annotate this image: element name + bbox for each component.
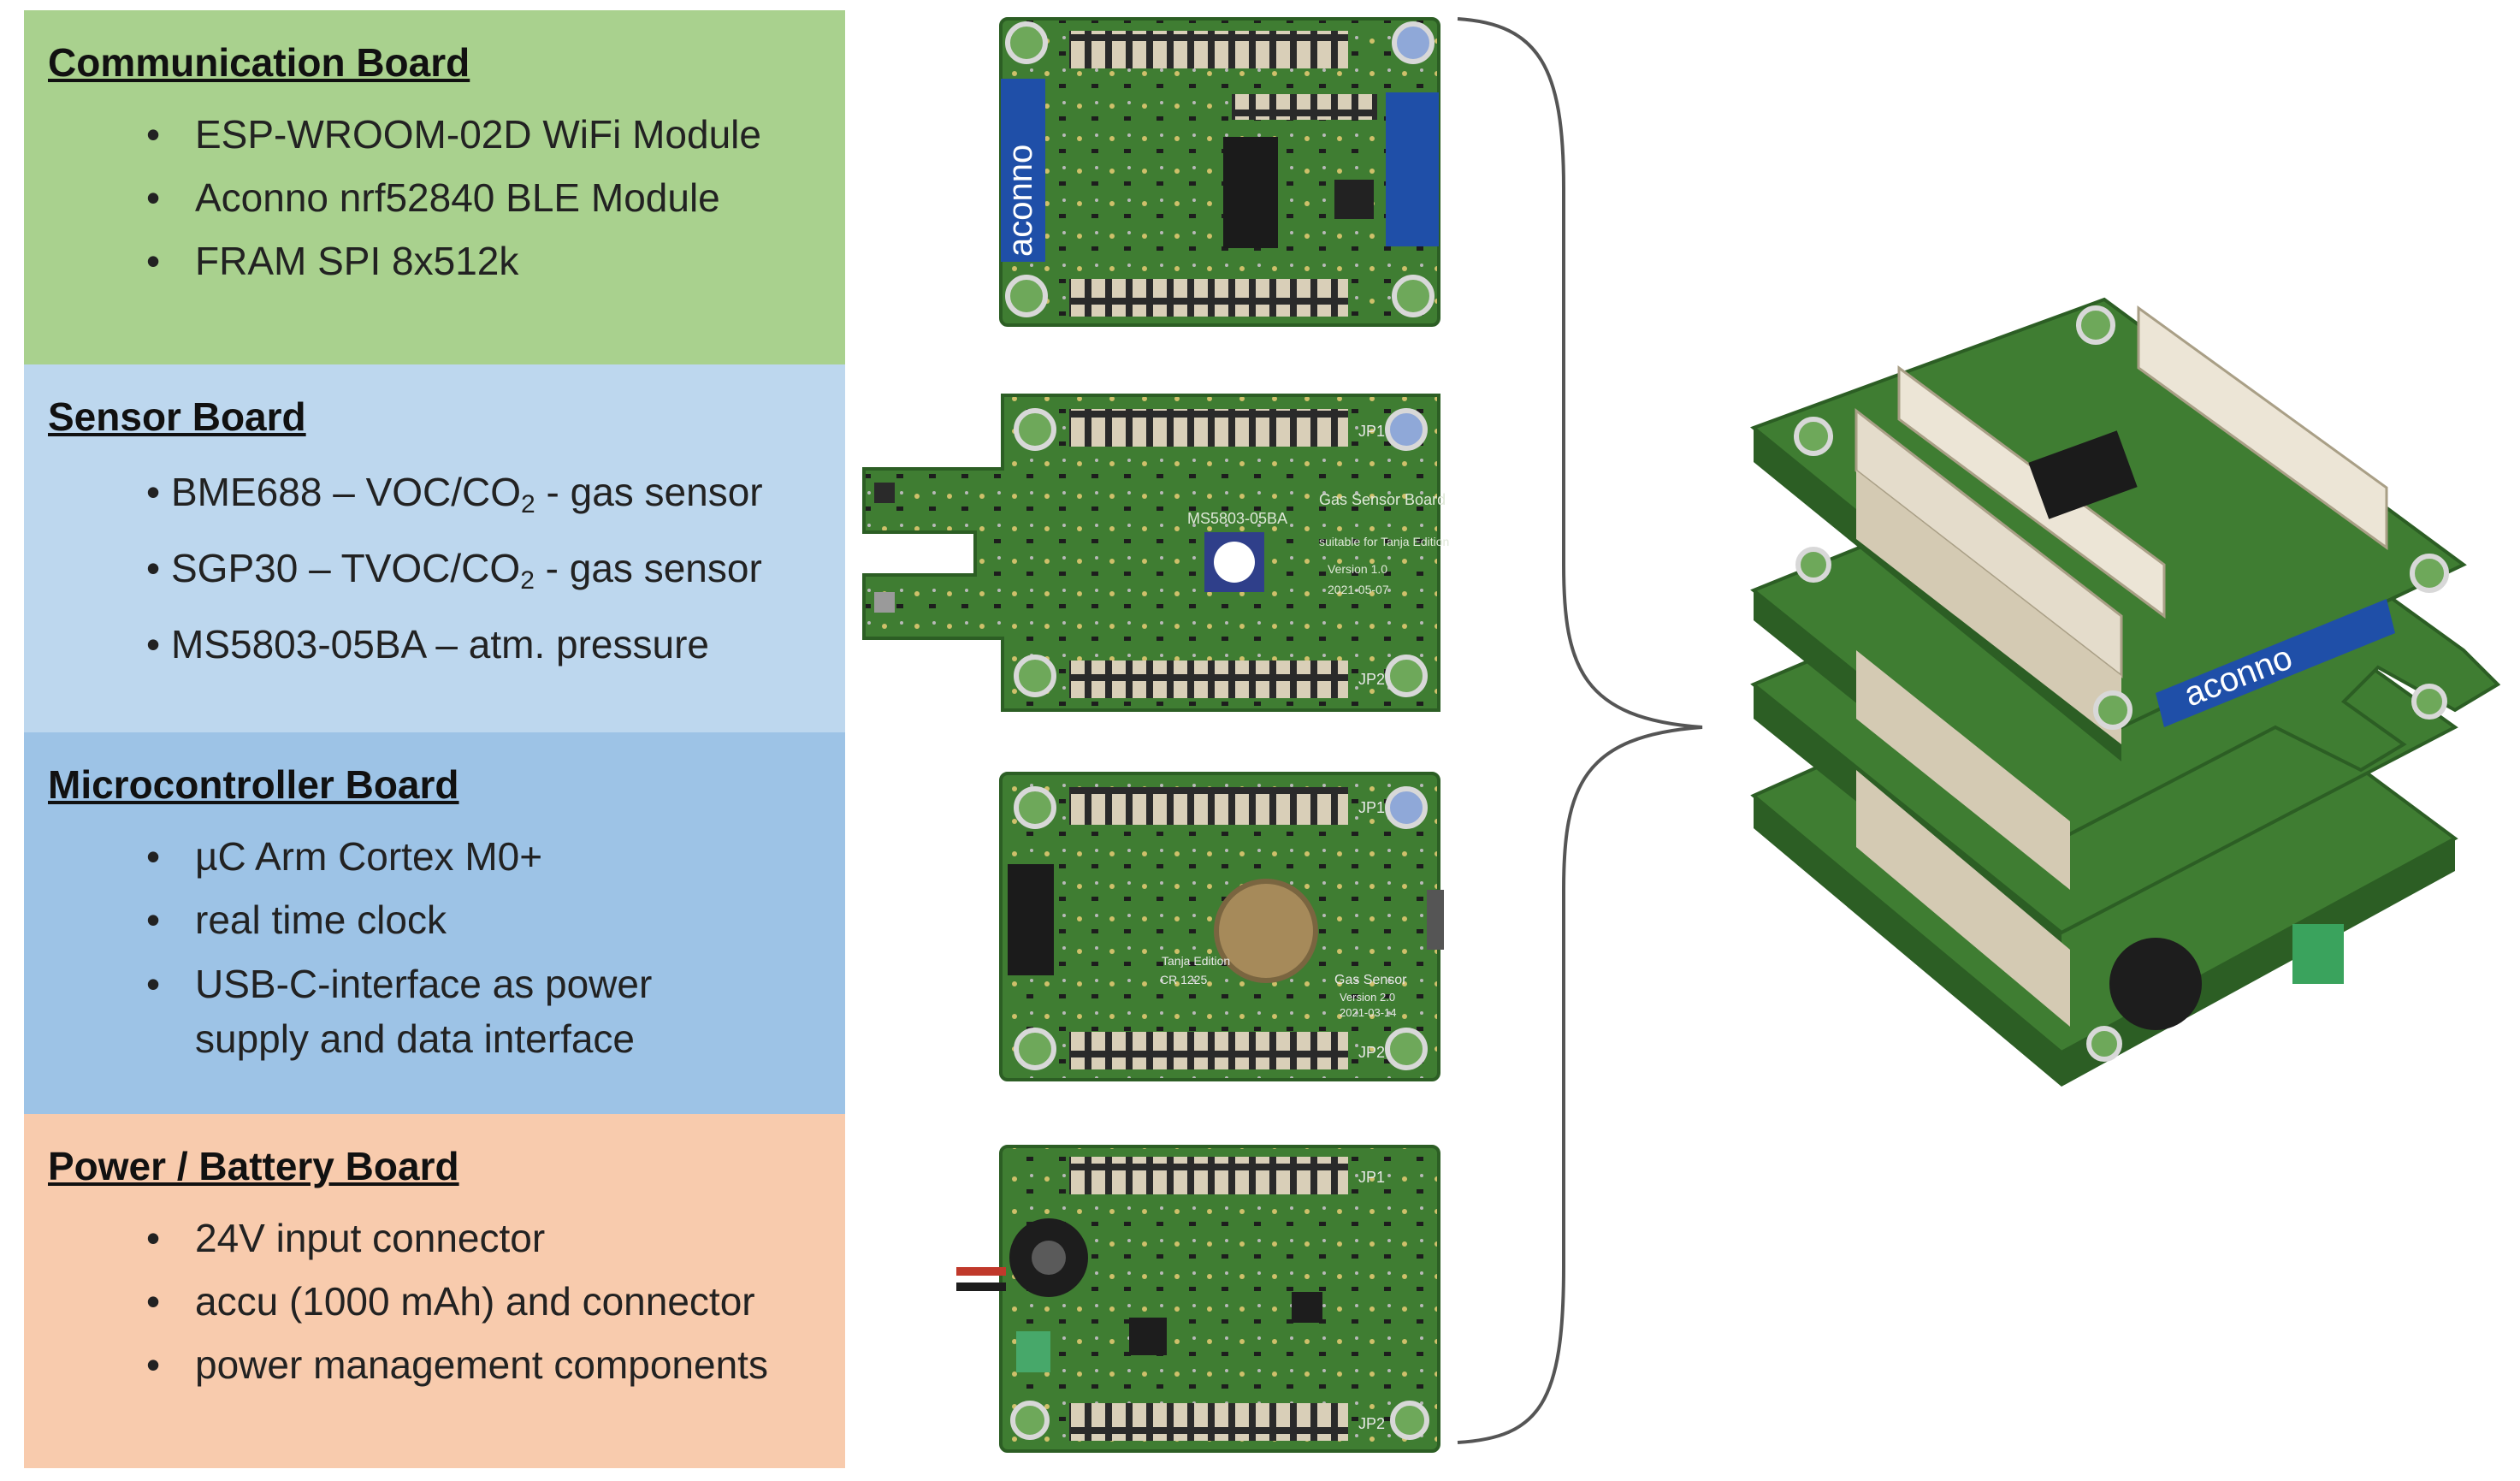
panel-title: Communication Board (48, 40, 470, 85)
svg-text:MS5803-05BA: MS5803-05BA (1187, 510, 1287, 527)
svg-text:2021-05-07: 2021-05-07 (1328, 583, 1389, 596)
list-item: •SGP30 – TVOC/CO2 - gas sensor (24, 536, 763, 613)
svg-text:Tanja Edition: Tanja Edition (1162, 954, 1230, 968)
pin-header (1069, 409, 1348, 447)
stacked-assembly-photo: aconno (1750, 297, 2501, 1087)
panel-power-battery-board: Power / Battery Board •24V input connect… (24, 1114, 845, 1468)
bullet-icon: • (145, 112, 161, 157)
panel-title: Power / Battery Board (48, 1144, 459, 1188)
list-item: •Aconno nrf52840 BLE Module (24, 166, 761, 229)
power-battery-board-photo: JP1 JP2 (956, 1145, 1440, 1453)
panel-title: Microcontroller Board (48, 762, 459, 807)
bullet-icon: • (145, 239, 161, 283)
bullet-icon: • (145, 834, 161, 879)
svg-text:2021-03-14: 2021-03-14 (1340, 1006, 1397, 1019)
sensor-board-photo: JP1 JP2 MS5803-05BA Gas Sensor Board sui… (862, 394, 1449, 712)
list-item: •power management components (24, 1333, 768, 1396)
aconno-label: aconno (1002, 145, 1039, 257)
pin-header (1069, 1157, 1348, 1194)
list-item: •MS5803-05BA – atm. pressure (24, 613, 763, 676)
microcontroller-board-photo: JP1 JP2 Tanja Edition CR 1225 Gas Sensor… (999, 772, 1444, 1081)
grouping-brace (1457, 17, 1703, 1444)
panel-microcontroller-board: Microcontroller Board •µC Arm Cortex M0+… (24, 732, 845, 1114)
communication-board-photo: aconno (999, 17, 1440, 327)
bullet-icon: • (145, 962, 161, 1006)
list-item: •FRAM SPI 8x512k (24, 229, 761, 293)
pin-header (1069, 31, 1348, 68)
svg-text:Gas Sensor: Gas Sensor (1334, 973, 1407, 987)
pin-header (1069, 787, 1348, 825)
svg-text:Version 1.0: Version 1.0 (1328, 562, 1387, 576)
bullet-icon: • (145, 622, 161, 666)
list-item: •real time clock (24, 888, 652, 951)
pin-header (1069, 1032, 1348, 1069)
item-list: •ESP-WROOM-02D WiFi Module •Aconno nrf52… (24, 103, 761, 293)
svg-text:CR 1225: CR 1225 (1160, 973, 1207, 986)
list-item: •accu (1000 mAh) and connector (24, 1270, 768, 1333)
pin-header (1069, 279, 1348, 317)
bullet-icon: • (145, 1216, 161, 1260)
list-item: •24V input connector (24, 1206, 768, 1270)
svg-text:JP1: JP1 (1358, 1169, 1385, 1186)
bullet-icon: • (145, 470, 161, 514)
svg-text:JP2: JP2 (1358, 671, 1385, 688)
pin-header (1069, 1403, 1348, 1441)
svg-text:JP1: JP1 (1358, 423, 1385, 440)
item-list: •BME688 – VOC/CO2 - gas sensor •SGP30 – … (24, 460, 763, 676)
panel-communication-board: Communication Board •ESP-WROOM-02D WiFi … (24, 10, 845, 364)
coin-cell-battery (1214, 879, 1318, 983)
bullet-icon: • (145, 175, 161, 220)
pin-header (1069, 661, 1348, 698)
item-list: •24V input connector •accu (1000 mAh) an… (24, 1206, 768, 1396)
svg-text:Gas Sensor Board: Gas Sensor Board (1319, 491, 1446, 508)
panel-title: Sensor Board (48, 394, 306, 439)
svg-text:JP2: JP2 (1358, 1044, 1385, 1061)
list-item: •µC Arm Cortex M0+ (24, 825, 652, 888)
svg-text:Version 2.0: Version 2.0 (1340, 991, 1395, 1004)
list-item: •ESP-WROOM-02D WiFi Module (24, 103, 761, 166)
bullet-icon: • (145, 1342, 161, 1387)
bullet-icon: • (145, 1279, 161, 1324)
bullet-icon: • (145, 546, 161, 590)
bullet-icon: • (145, 897, 161, 942)
panel-sensor-board: Sensor Board •BME688 – VOC/CO2 - gas sen… (24, 364, 845, 732)
aconno-badge (1001, 79, 1045, 262)
list-item: •BME688 – VOC/CO2 - gas sensor (24, 460, 763, 536)
svg-text:suitable for Tanja Edition: suitable for Tanja Edition (1319, 535, 1449, 548)
item-list: •µC Arm Cortex M0+ •real time clock •USB… (24, 825, 652, 1066)
svg-text:JP1: JP1 (1358, 799, 1385, 816)
svg-text:JP2: JP2 (1358, 1415, 1385, 1432)
